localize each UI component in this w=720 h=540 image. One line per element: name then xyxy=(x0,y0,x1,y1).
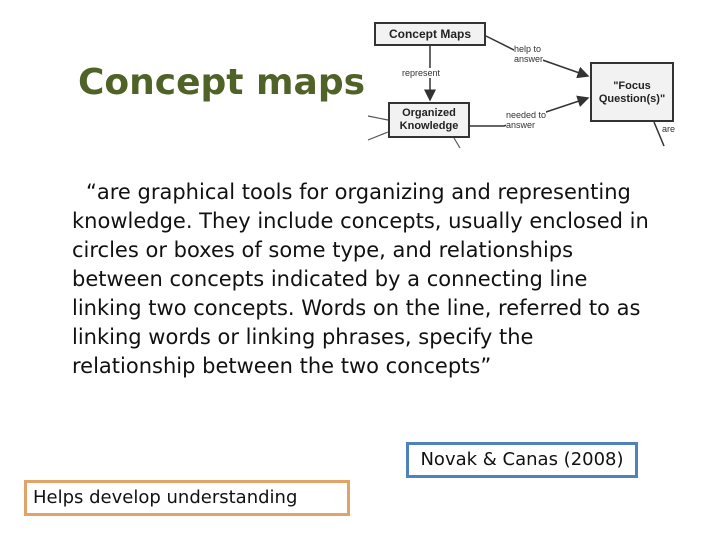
helps-understanding-box: Helps develop understanding xyxy=(24,480,350,516)
link-needed-line1: needed to xyxy=(506,110,547,120)
connector-partial-left xyxy=(367,115,389,121)
link-needed-line2: answer xyxy=(506,120,536,130)
node-organized-line1: Organized xyxy=(402,107,456,119)
connector-partial-left-lower xyxy=(367,131,389,141)
link-label-needed-to-answer: needed to answer xyxy=(506,110,547,130)
concept-map-diagram: Concept Maps Organized Knowledge "Focus … xyxy=(364,14,690,150)
node-organized-line2: Knowledge xyxy=(399,120,459,132)
node-organized-knowledge: Organized Knowledge xyxy=(388,102,470,138)
definition-quote: “are graphical tools for organizing and … xyxy=(72,180,649,378)
connector-partial-bottom xyxy=(453,137,461,149)
link-help-line2: answer xyxy=(514,54,544,64)
citation-box: Novak & Canas (2008) xyxy=(406,442,638,478)
link-label-help-to-answer: help to answer xyxy=(514,44,544,64)
connector-are xyxy=(653,121,665,147)
link-label-represent: represent xyxy=(400,68,443,78)
node-concept-maps: Concept Maps xyxy=(374,22,486,46)
link-label-are: are xyxy=(662,124,676,134)
node-focus-line1: "Focus xyxy=(613,80,651,92)
link-help-line1: help to xyxy=(514,44,542,54)
node-focus-line2: Question(s)" xyxy=(598,93,666,105)
connector-needed-to-answer xyxy=(470,95,590,127)
slide-title: Concept maps xyxy=(78,62,366,103)
node-focus-questions: "Focus Question(s)" xyxy=(590,62,674,122)
